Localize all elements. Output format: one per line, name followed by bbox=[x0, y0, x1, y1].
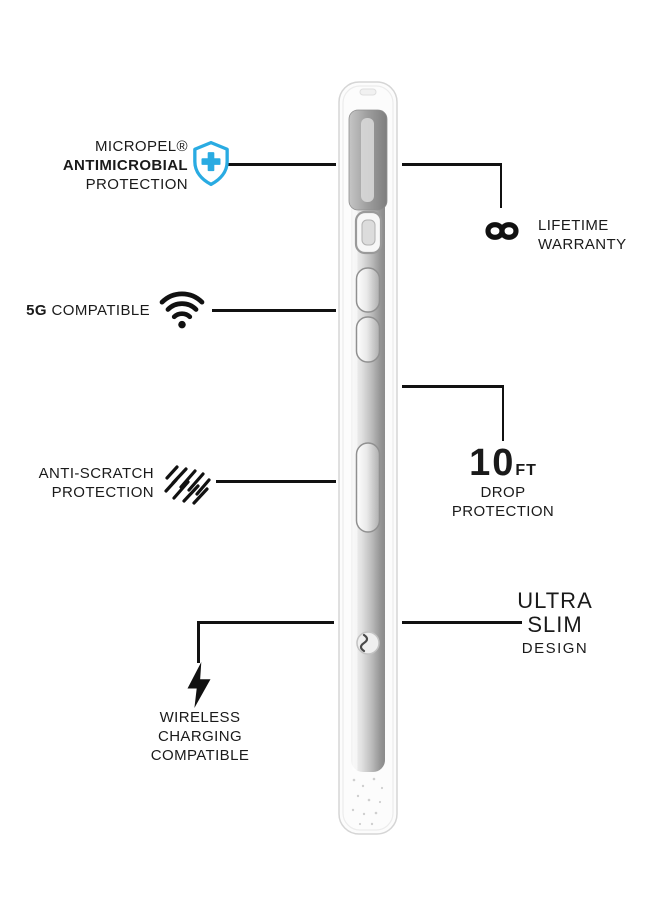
5g-label-bold: 5G bbox=[26, 302, 47, 319]
shield-plus-icon bbox=[193, 140, 229, 187]
wireless-line-3: COMPATIBLE bbox=[150, 747, 250, 764]
callout-line-drop-h bbox=[402, 385, 504, 388]
warranty-line-1: LIFETIME bbox=[538, 217, 609, 234]
feature-slim-label: ULTRA SLIM DESIGN bbox=[513, 589, 597, 659]
feature-scratch-label: ANTI-SCRATCH PROTECTION bbox=[8, 464, 154, 502]
callout-line-wireless-v bbox=[197, 621, 200, 663]
infinity-icon bbox=[485, 222, 519, 240]
drop-unit: FT bbox=[515, 462, 537, 479]
callout-line-wireless-h bbox=[197, 621, 334, 624]
callout-line-warranty-h bbox=[402, 163, 502, 166]
slim-line-1: ULTRA bbox=[517, 588, 593, 613]
slim-line-3: DESIGN bbox=[521, 640, 589, 657]
antimicrobial-line-3: PROTECTION bbox=[85, 176, 188, 193]
feature-antimicrobial-label: MICROPEL® ANTIMICROBIAL PROTECTION bbox=[16, 137, 188, 194]
slim-line-2: SLIM bbox=[527, 612, 583, 637]
wireless-line-2: CHARGING bbox=[157, 728, 243, 745]
phone-case-art bbox=[338, 81, 398, 835]
antimicrobial-line-2: ANTIMICROBIAL bbox=[62, 157, 188, 174]
callout-line-antimicrobial bbox=[226, 163, 336, 166]
drop-number-row: 10FT bbox=[441, 443, 565, 483]
lightning-bolt-icon bbox=[187, 662, 211, 708]
feature-5g-label: 5G COMPATIBLE bbox=[8, 301, 150, 320]
wireless-line-1: WIRELESS bbox=[159, 709, 241, 726]
callout-line-drop-v bbox=[501, 385, 504, 441]
callout-line-5g bbox=[212, 309, 336, 312]
drop-number: 10 bbox=[469, 442, 516, 484]
scratch-line-2: PROTECTION bbox=[51, 484, 154, 501]
warranty-line-2: WARRANTY bbox=[538, 236, 627, 253]
callout-line-warranty-v bbox=[499, 163, 502, 208]
phone-case-illustration bbox=[330, 80, 406, 836]
drop-line-1: DROP bbox=[480, 484, 526, 501]
callout-line-scratch bbox=[216, 480, 336, 483]
scratch-line-1: ANTI-SCRATCH bbox=[38, 465, 154, 482]
wifi-icon bbox=[159, 291, 205, 329]
drop-line-2: PROTECTION bbox=[451, 503, 555, 520]
5g-label-rest: COMPATIBLE bbox=[46, 302, 150, 319]
feature-drop-label: 10FT DROP PROTECTION bbox=[441, 443, 565, 521]
antimicrobial-line-1: MICROPEL® bbox=[95, 138, 188, 155]
feature-wireless-label: WIRELESS CHARGING COMPATIBLE bbox=[110, 708, 290, 765]
scratch-scribble-icon bbox=[164, 465, 211, 505]
callout-line-slim bbox=[402, 621, 522, 624]
feature-warranty-label: LIFETIME WARRANTY bbox=[538, 216, 648, 254]
